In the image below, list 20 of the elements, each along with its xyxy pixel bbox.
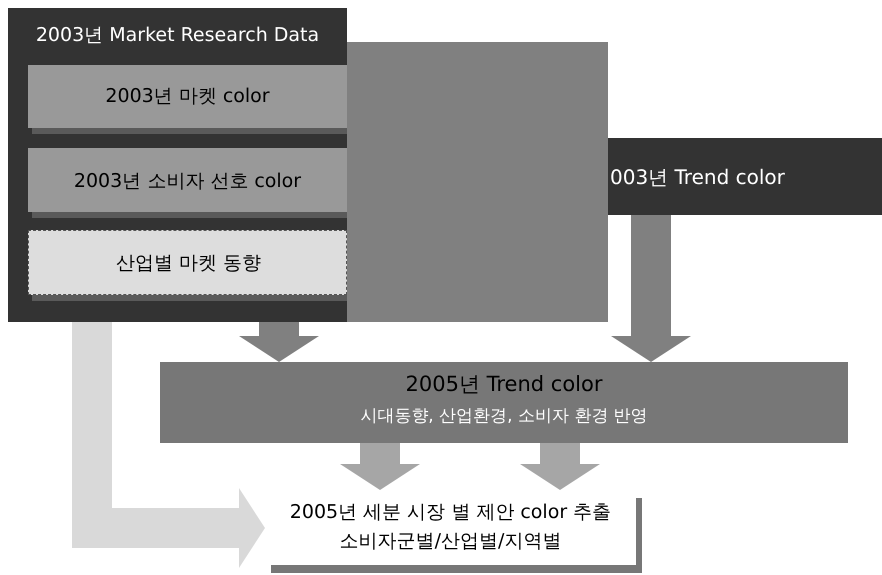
node-title: 2005년 Trend color	[404, 371, 604, 398]
node-title: 산업별 마켓 동향	[114, 251, 262, 276]
process-box	[160, 362, 848, 443]
block-arrow	[520, 443, 600, 490]
node-subtitle: 소비자군별/산업별/지역별	[338, 529, 562, 554]
block-arrow	[239, 322, 319, 362]
box-shape	[347, 42, 608, 322]
node-title: 2003년 마켓 color	[104, 84, 271, 109]
node-title: 2005년 세분 시장 별 제안 color 추출	[288, 500, 612, 525]
block-arrow	[611, 215, 691, 362]
node-title: 2003년 소비자 선호 color	[72, 169, 302, 194]
node-title: 003년 Trend color	[610, 164, 785, 191]
process-bar	[608, 138, 882, 215]
block-arrow	[72, 322, 265, 568]
node-subtitle: 시대동향, 산업환경, 소비자 환경 반영	[359, 405, 649, 427]
block-arrow	[340, 443, 420, 490]
process-panel	[8, 8, 347, 322]
node-title: 2003년 Market Research Data	[34, 23, 320, 48]
process-box	[28, 65, 347, 128]
process-box	[28, 148, 347, 212]
